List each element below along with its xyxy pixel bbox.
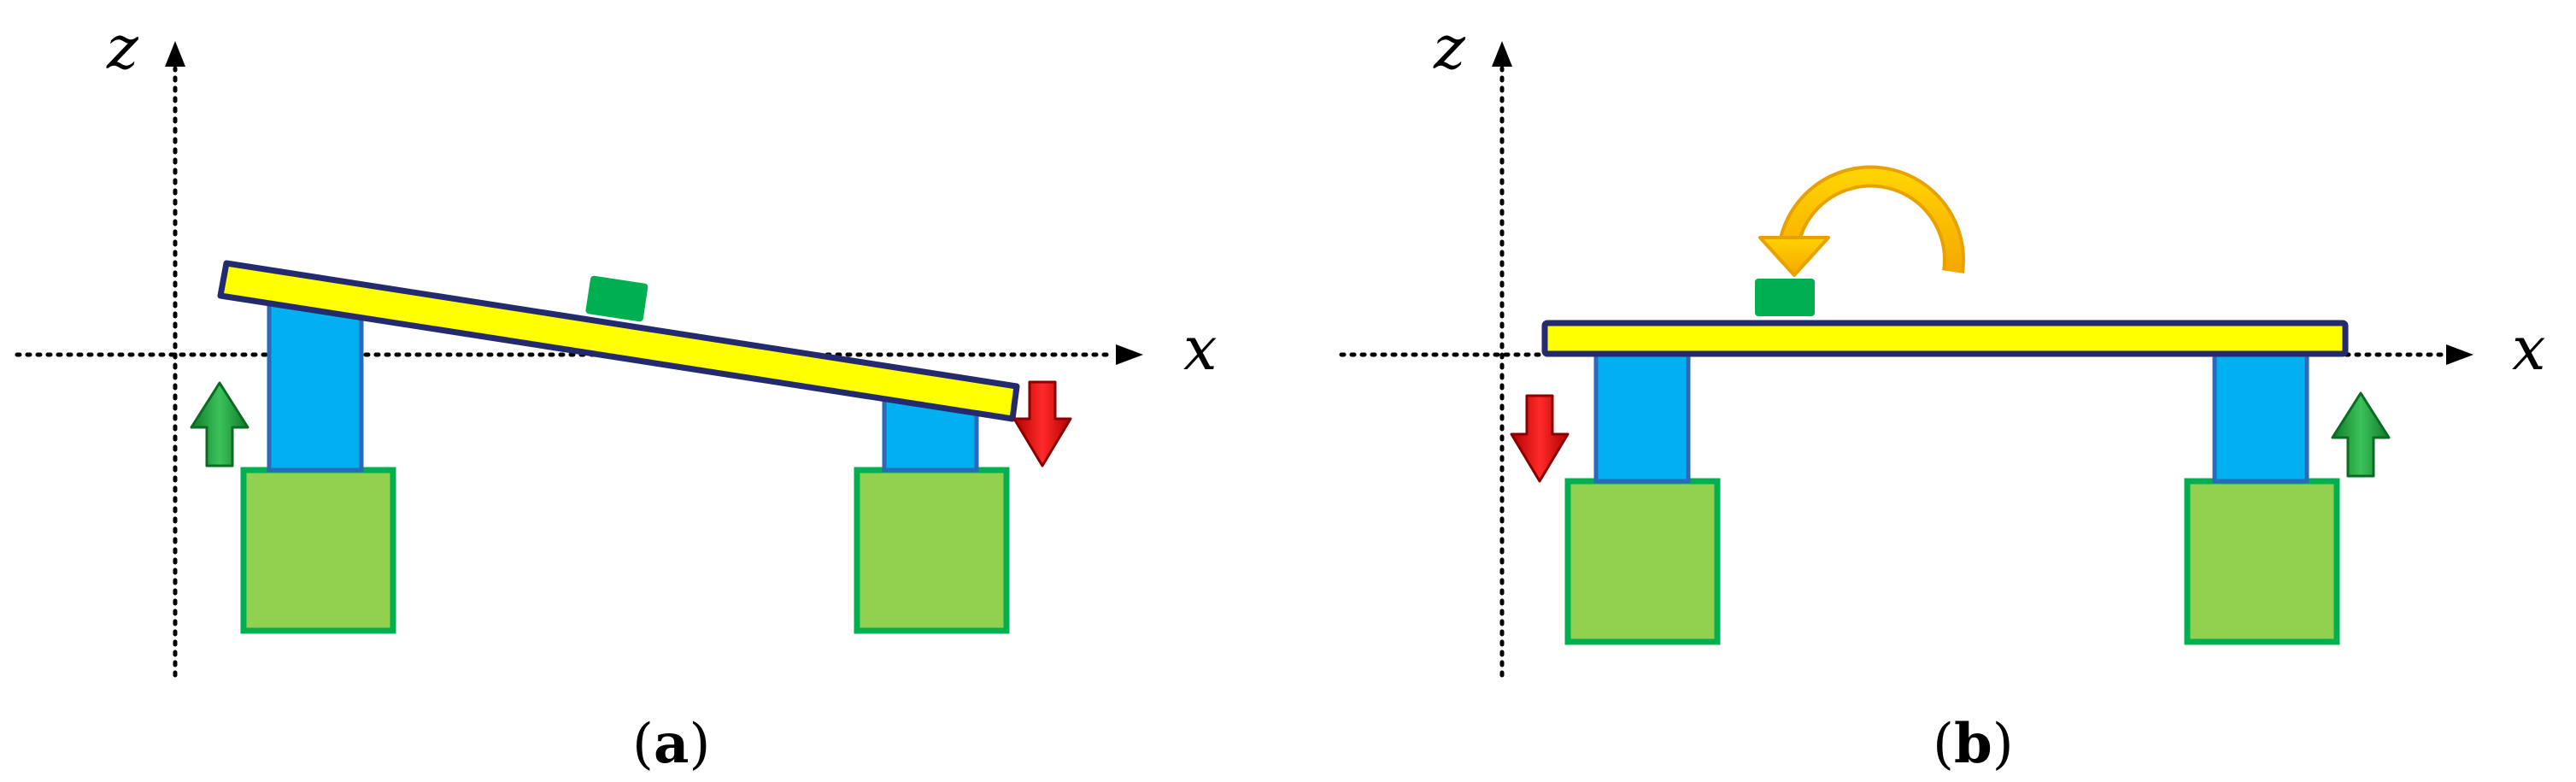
z-axis: z [1433, 13, 1512, 678]
z-axis-arrowhead [1492, 41, 1512, 67]
green-up-arrow-icon [2331, 391, 2391, 478]
curved-rotation-arrow-icon [1758, 165, 1965, 277]
left-pillar [1593, 348, 1691, 484]
tilted-beam [217, 260, 1020, 422]
red-down-arrow-icon [1510, 394, 1570, 483]
payload-block [585, 275, 648, 322]
z-axis: z [106, 13, 185, 678]
panel-b: z x (b) [1339, 13, 2545, 776]
left-base [240, 467, 396, 634]
panel-a: z x (a) [15, 13, 1217, 776]
left-pillar [267, 298, 364, 473]
level-beam [1541, 320, 2349, 357]
z-axis-arrowhead [165, 41, 185, 67]
x-axis: x [15, 314, 1217, 384]
right-pillar [2212, 348, 2309, 484]
green-up-arrow-icon [190, 381, 249, 467]
z-axis-label: z [106, 13, 139, 83]
x-axis-arrowhead [2446, 344, 2473, 365]
red-down-arrow-icon [1012, 380, 1072, 467]
x-axis-label: x [2512, 314, 2545, 384]
x-axis-label: x [1183, 314, 1217, 384]
payload-block [1755, 279, 1815, 316]
left-base [1564, 478, 1721, 645]
caption-b: (b) [1933, 712, 2014, 776]
x-axis-arrowhead [1116, 344, 1143, 365]
right-base [854, 467, 1010, 634]
caption-a: (a) [632, 712, 710, 776]
right-base [2184, 478, 2340, 645]
z-axis-label: z [1433, 13, 1466, 83]
